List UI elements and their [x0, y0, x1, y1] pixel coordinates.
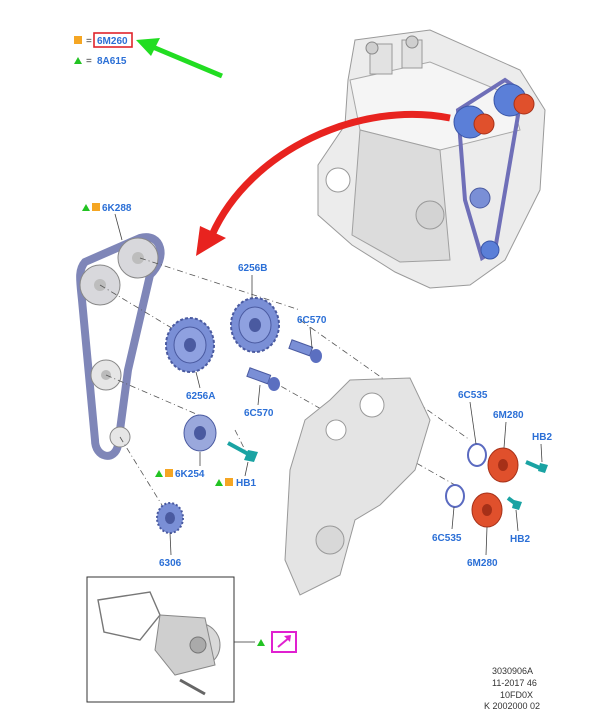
bolt-HB2-upper	[525, 460, 548, 473]
legend-square-icon	[74, 36, 82, 44]
label-6K288[interactable]: 6K288	[102, 203, 132, 214]
label-6C535-upper[interactable]: 6C535	[458, 390, 488, 401]
legend-code-6M260[interactable]: 6M260	[97, 36, 128, 47]
legend-triangle-icon	[74, 57, 82, 64]
footer-line-2: 11-2017 46	[492, 678, 537, 688]
inset-triangle-icon	[257, 639, 265, 646]
green-pointer-arrow	[136, 38, 223, 79]
square-icon	[165, 469, 173, 477]
triangle-icon	[82, 204, 90, 211]
cam-gear-6256A	[165, 317, 215, 373]
cam-gear-6256B	[230, 297, 280, 353]
cam-phaser-6M280-upper	[487, 447, 519, 483]
engine-block-illustration	[317, 29, 546, 289]
leader-lines	[114, 213, 543, 556]
seal-6C535-lower	[445, 484, 465, 508]
label-HB2-upper[interactable]: HB2	[532, 432, 552, 443]
label-6C570-upper[interactable]: 6C570	[297, 315, 327, 326]
external-link-arrow-icon[interactable]	[271, 631, 297, 653]
seal-6C535-upper	[467, 443, 487, 467]
footer-line-4: K 2002000 02	[484, 701, 540, 710]
label-6K254[interactable]: 6K254	[175, 469, 205, 480]
triangle-icon	[215, 479, 223, 486]
legend-code-8A615[interactable]: 8A615	[97, 56, 127, 67]
label-6256A[interactable]: 6256A	[186, 391, 215, 402]
idler-pulley-6K254	[183, 414, 217, 452]
timing-belt-6K288	[76, 233, 165, 460]
label-HB1[interactable]: HB1	[236, 478, 256, 489]
footer-line-1: 3030906A	[492, 666, 533, 676]
legend-highlight-box	[93, 32, 133, 48]
bolt-6C570-lower	[246, 367, 280, 391]
label-6C570-lower[interactable]: 6C570	[244, 408, 274, 419]
legend: = 6M260 = 8A615	[74, 32, 133, 67]
label-HB2-lower[interactable]: HB2	[510, 534, 530, 545]
timing-cover-illustration	[284, 377, 431, 596]
bolt-6C570-upper	[288, 339, 322, 363]
footer-line-3: 10FD0X	[500, 690, 533, 700]
square-icon	[225, 478, 233, 486]
label-6C535-lower[interactable]: 6C535	[432, 533, 462, 544]
label-6M280-lower[interactable]: 6M280	[467, 558, 498, 569]
assembly-guide-lines	[99, 257, 471, 511]
bolt-HB2-lower	[506, 496, 522, 510]
label-6306[interactable]: 6306	[159, 558, 182, 569]
bolt-HB1	[227, 441, 258, 462]
triangle-icon	[155, 470, 163, 477]
drawing-reference-block: 3030906A 11-2017 46 10FD0X K 2002000 02	[484, 666, 540, 710]
water-pump-inset	[86, 576, 235, 703]
red-curved-arrow	[196, 110, 451, 256]
legend-equals-2: =	[86, 56, 92, 67]
label-6M280-upper[interactable]: 6M280	[493, 410, 524, 421]
crank-gear-6306	[156, 502, 184, 534]
label-6256B[interactable]: 6256B	[238, 263, 267, 274]
cam-phaser-6M280-lower	[471, 492, 503, 528]
legend-equals-1: =	[86, 36, 92, 47]
square-icon	[92, 203, 100, 211]
